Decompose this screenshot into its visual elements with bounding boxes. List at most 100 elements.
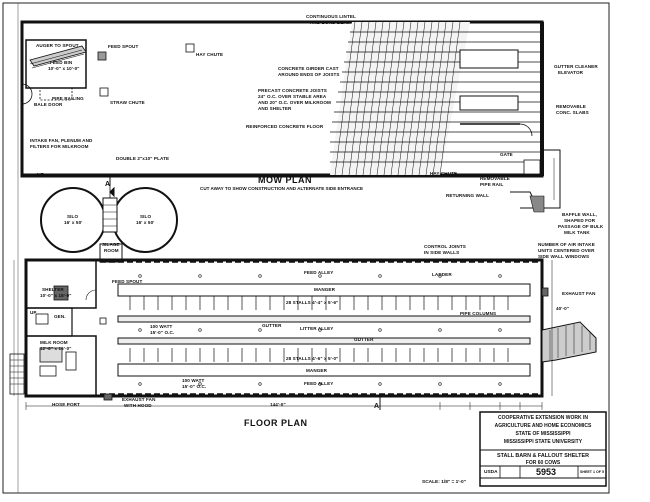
label-hay-chute-top: HAY CHUTE	[196, 52, 224, 57]
label-milk-room: MILK ROOM	[40, 340, 68, 345]
title-block-scale: SCALE: 1/8" = 1'-0"	[422, 480, 466, 485]
label-exhaust-fan-b1: EXHAUST FAN	[122, 397, 156, 402]
label-feed-bin-size: 10'-0" x 10'-0"	[48, 66, 80, 71]
label-and-bond-beam: AND BOND BEAM	[310, 20, 351, 25]
label-gen: GEN.	[54, 314, 66, 319]
label-baffle-1: BAFFLE WALL,	[562, 212, 597, 217]
label-watt-bottom-oc: 15'-0" O.C.	[182, 384, 207, 389]
label-feed-bin: FEED BIN	[50, 60, 73, 65]
pipe-columns	[138, 274, 502, 386]
label-silo-right: SILO	[140, 214, 152, 219]
label-watt-bottom: 100 WATT	[182, 378, 205, 383]
label-shelter: SHELTER	[42, 287, 64, 292]
label-reinforced-floor: REINFORCED CONCRETE FLOOR	[246, 124, 324, 129]
label-feed-spout: FEED SPOUT	[112, 279, 143, 284]
label-baffle-3: PASSAGE OF BULK	[558, 224, 604, 229]
feed-spout-box	[97, 51, 107, 61]
label-straw-chute: STRAW CHUTE	[110, 100, 145, 105]
label-precast-3: AND 20" O.C. OVER MILKROOM	[258, 100, 331, 105]
label-elevator: ELEVATOR	[558, 70, 584, 75]
joist-hatching	[334, 21, 461, 176]
section-mark-a2: A	[374, 403, 380, 410]
label-feed-alley-bottom: FEED ALLEY	[304, 381, 334, 386]
title-block-line2: AGRICULTURE AND HOME ECONOMICS	[494, 423, 592, 429]
label-baffle-2: SHAPED FOR	[564, 218, 596, 223]
label-around-ends: AROUND ENDS OF JOISTS	[278, 72, 340, 77]
label-precast-4: AND SHELTER	[258, 106, 292, 111]
label-air: AIR	[36, 172, 45, 177]
sheet-border	[2, 2, 610, 494]
title-mow-plan: MOW PLAN	[258, 175, 312, 185]
label-milk-room-size: 12'-8" x 16'-0"	[40, 346, 72, 351]
manger-bottom	[117, 363, 531, 377]
label-dim-total: 144'-0"	[270, 402, 286, 407]
label-litter-alley: LITTER ALLEY	[300, 326, 334, 331]
label-auger-to-spout: AUGER TO SPOUT	[36, 43, 79, 48]
label-returning-wall: RETURNING WALL	[446, 193, 489, 198]
label-ladder: LADDER	[432, 272, 452, 277]
title-block-line4: MISSISSIPPI STATE UNIVERSITY	[503, 439, 583, 445]
label-number-air-2: UNITS CENTERED OVER	[538, 248, 595, 253]
label-control-joints: CONTROL JOINTS	[424, 244, 466, 249]
title-block	[479, 411, 607, 487]
title-block-line3: STATE OF MISSISSIPPI	[515, 431, 571, 437]
label-hay-chute-mid: HAY CHUTE	[430, 171, 458, 176]
label-gate: GATE	[500, 152, 513, 157]
silos	[40, 186, 178, 253]
manger-top	[117, 283, 531, 297]
label-watt-top-oc: 15'-0" O.C.	[150, 330, 175, 335]
label-number-air-3: SIDE WALL WINDOWS	[538, 254, 590, 259]
title-floor-plan: FLOOR PLAN	[244, 418, 308, 428]
title-block-sheet: SHEET 1 OF 5	[580, 470, 604, 474]
pipe-railing	[39, 87, 73, 101]
label-silo-right-size: 16' x 50'	[136, 220, 155, 225]
label-continuous-lintel: CONTINUOUS LINTEL	[306, 14, 356, 19]
label-exhaust-fan-b2: WITH HOOD	[124, 403, 152, 408]
milk-room	[25, 335, 97, 397]
label-number-air-1: NUMBER OF AIR INTAKE	[538, 242, 595, 247]
label-exhaust-fan-right: EXHAUST FAN	[562, 291, 596, 296]
stalls-bottom	[129, 348, 509, 362]
mow-plan-subtitle: CUT AWAY TO SHOW CONSTRUCTION AND ALTERN…	[200, 186, 364, 191]
floor-plan	[9, 158, 597, 410]
label-intake-2: FILTERS FOR MILKROOM	[30, 144, 89, 149]
label-feed-alley-top: FEED ALLEY	[304, 270, 334, 275]
label-stalls-top: 28 STALLS 4'-4" x 5'-6"	[286, 300, 339, 305]
label-precast-2: 24" O.C. OVER STABLE AREA	[258, 94, 327, 99]
straw-chute-box	[99, 87, 109, 97]
label-intake-1: INTAKE FAN, PLENUM AND	[30, 138, 93, 143]
label-shelter-size: 10'-0" x 18'-0"	[40, 293, 72, 298]
label-feed-spout-top: FEED SPOUT	[108, 44, 139, 49]
label-pipe-rail: PIPE RAIL	[480, 182, 504, 187]
label-gutter-2: GUTTER	[354, 337, 374, 342]
label-gutter-cleaner: GUTTER CLEANER	[554, 64, 598, 69]
label-watt-top: 100 WATT	[150, 324, 173, 329]
label-precast-1: PRECAST CONCRETE JOISTS	[258, 88, 327, 93]
shelter-room	[25, 259, 97, 309]
gutter-top	[117, 315, 531, 323]
label-removable-conc: REMOVABLE	[556, 104, 586, 109]
label-hose-port: HOSE PORT	[52, 402, 80, 407]
label-dim-side: 40'-0"	[556, 306, 570, 311]
label-double-plate: DOUBLE 2"x10" PLATE	[116, 156, 170, 161]
label-in-side-walls: IN SIDE WALLS	[424, 250, 460, 255]
title-block-line1: COOPERATIVE EXTENSION WORK IN	[498, 415, 588, 421]
hay-chute-box	[185, 43, 195, 53]
label-removable-pipe: REMOVABLE	[480, 176, 510, 181]
label-up: UP	[30, 310, 37, 315]
label-manger-bottom: MANGER	[306, 368, 328, 373]
label-baffle-4: MILK TANK	[564, 230, 590, 235]
label-silo-left-size: 16' x 50'	[64, 220, 83, 225]
label-conc-slabs: CONC. SLABS	[556, 110, 589, 115]
label-manger-top: MANGER	[314, 287, 336, 292]
stalls-top	[129, 296, 509, 310]
label-bale-door: BALE DOOR	[34, 102, 63, 107]
label-silage-room: ROOM	[104, 248, 119, 253]
section-mark-a: A	[105, 181, 111, 188]
title-block-number: 5953	[536, 467, 557, 477]
label-silage: SILAGE	[102, 242, 120, 247]
mow-plan	[20, 20, 561, 213]
gutter-bottom	[117, 337, 531, 345]
label-gutter-1: GUTTER	[262, 323, 282, 328]
